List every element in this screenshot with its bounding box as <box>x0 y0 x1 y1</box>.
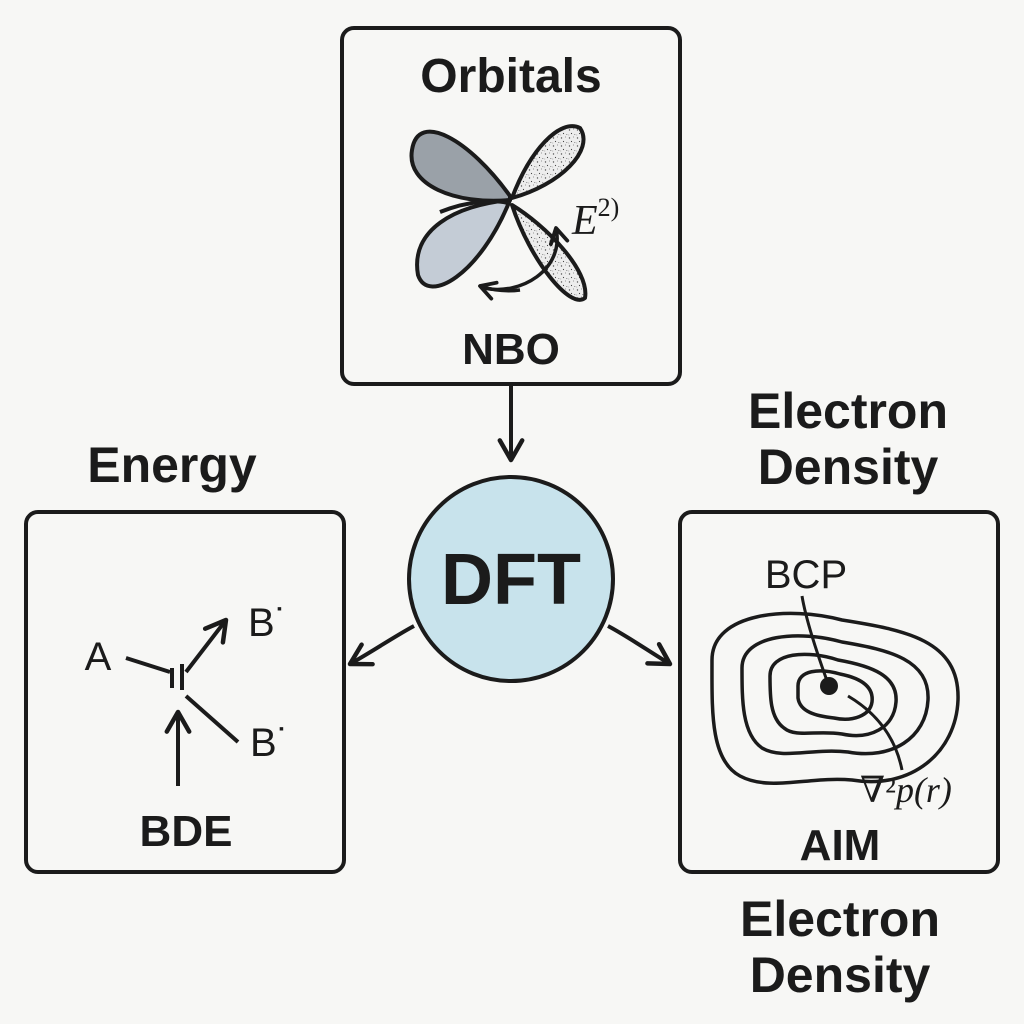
density-heading-top-line2: Density <box>758 439 939 495</box>
bond-a-segment <box>125 656 171 674</box>
orbital-lobe-upper-right <box>510 124 586 200</box>
laplacian-label: ∇²p(r) <box>860 770 952 810</box>
laplacian-body: p(r) <box>893 770 952 810</box>
contour-middle <box>740 634 930 756</box>
bond-to-lower-b <box>184 694 240 744</box>
radical-arrow-up <box>184 617 229 674</box>
p-orbital-overlap-icon <box>409 124 588 302</box>
orbitals-panel: Orbitals E2) NBO <box>340 26 682 386</box>
arrow-dft-to-energy <box>347 624 415 667</box>
radical-top-label: B˙ <box>248 601 288 645</box>
energy-panel: Energy A B˙ B˙ BDE <box>24 437 346 874</box>
aim-box <box>678 510 1000 874</box>
energy-box <box>24 510 346 874</box>
bond-cleavage-icon <box>125 617 240 786</box>
orbital-overlap-line <box>439 199 509 214</box>
contour-core <box>796 669 874 721</box>
arrow-dft-to-aim <box>607 624 673 667</box>
aim-label: AIM <box>800 821 881 870</box>
orbital-lobe-lower-right <box>510 203 588 302</box>
bde-label: BDE <box>140 807 233 856</box>
e2-symbol: E2) <box>571 193 619 244</box>
radical-bottom-label: B˙ <box>250 721 290 765</box>
bcp-leader-line <box>800 595 828 679</box>
dft-label: DFT <box>441 540 581 620</box>
atom-a-label: A <box>85 635 112 679</box>
dft-circle <box>407 475 615 683</box>
orbital-lobe-lower-left <box>415 198 512 289</box>
orbitals-heading: Orbitals <box>420 50 601 103</box>
contour-inner <box>768 652 898 738</box>
nbo-label: NBO <box>462 325 560 374</box>
bcp-label: BCP <box>765 553 847 597</box>
density-heading-top-line1: Electron <box>748 383 948 439</box>
curved-arrow-icon <box>478 226 570 301</box>
contour-outer <box>710 611 960 786</box>
density-panel: Electron Density BCP ∇²p(r) AIM Electron… <box>678 383 1000 1003</box>
laplacian-prefix: ∇² <box>860 770 896 810</box>
laplacian-leader-line <box>847 694 904 771</box>
energy-heading: Energy <box>87 437 257 493</box>
density-heading-bottom-line2: Density <box>750 947 931 1003</box>
dft-node: DFT <box>407 475 615 683</box>
bcp-point <box>820 677 838 695</box>
electron-density-contour-icon <box>710 595 960 786</box>
orbital-lobe-upper-left <box>409 129 512 203</box>
rotation-arrow-back <box>478 280 521 301</box>
e2-symbol-base: E <box>571 198 598 244</box>
density-heading-bottom-line1: Electron <box>740 891 940 947</box>
e2-symbol-superscript: 2) <box>598 193 620 222</box>
